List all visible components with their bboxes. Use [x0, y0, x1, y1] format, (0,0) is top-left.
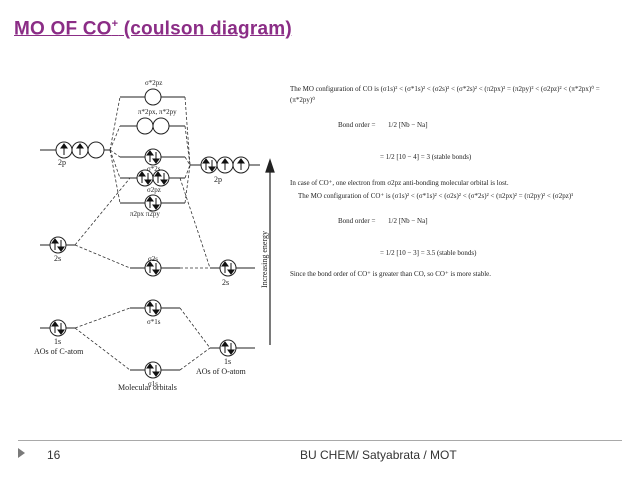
footer-divider	[18, 440, 622, 441]
pi-2p-star-orbital-1	[136, 117, 154, 135]
pi-2p-label: π2px π2py	[130, 210, 160, 218]
c-2s-label: 2s	[54, 254, 62, 263]
footer-text: BU CHEM/ Satyabrata / MOT	[300, 448, 457, 462]
sigma-1s-star-label: σ*1s	[147, 318, 161, 326]
o-atom-caption: AOs of O-atom	[196, 367, 246, 376]
sigma-1s-star-orbital	[144, 299, 162, 317]
o-2p-orbital-1	[200, 156, 218, 174]
page-number: 16	[47, 448, 61, 462]
o-1s-label: 1s	[224, 357, 232, 366]
bond-order-formula-1: 1/2 [Nb − Na]	[388, 121, 428, 129]
o-1s-orbital	[219, 339, 237, 357]
c-1s-orbital	[49, 319, 67, 337]
sigma-2s-star-label: σ*2s	[147, 165, 161, 173]
pi-2p-star-orbital-2	[152, 117, 170, 135]
config-co-plus: The MO configuration of CO⁺ is (σ1s)² < …	[298, 192, 574, 200]
o-2p-label: 2p	[214, 175, 222, 184]
config-co: The MO configuration of CO is (σ1s)² < (…	[290, 85, 600, 104]
mo-caption: Molecular orbitals	[118, 383, 177, 392]
o-2s-label: 2s	[222, 278, 230, 287]
c-2p-label: 2p	[58, 158, 66, 167]
c-1s-label: 1s	[54, 337, 62, 346]
conclusion: Since the bond order of CO⁺ is greater t…	[290, 270, 492, 278]
bond-order-label-1: Bond order =	[338, 121, 376, 129]
bullet-arrow-icon	[18, 448, 25, 458]
c-2p-orbital-3	[87, 141, 105, 159]
bond-order-co-plus: = 1/2 [10 − 3] = 3.5 (stable bonds)	[380, 249, 477, 257]
bond-order-co: = 1/2 [10 − 4] = 3 (stable bonds)	[380, 153, 472, 161]
sigma-1s-orbital	[144, 361, 162, 379]
sigma-1s-label: σ1s	[148, 380, 158, 388]
bond-order-label-2: Bond order =	[338, 217, 376, 225]
c-atom-caption: AOs of C-atom	[34, 347, 84, 356]
energy-label: Increasing energy	[259, 231, 269, 288]
sigma-2s-star-orbital	[144, 194, 162, 212]
sigma-2p-star-label: σ*2pz	[145, 79, 163, 87]
sigma-2p-label: σ2pz	[147, 186, 161, 194]
pi-2p-star-label: π*2px, π*2py	[138, 108, 177, 116]
slide-title: MO OF CO+ (coulson diagram)	[14, 18, 292, 40]
bond-order-formula-2: 1/2 [Nb − Na]	[388, 217, 428, 225]
sigma-2p-orbital	[144, 148, 162, 166]
sigma-2s-label: σ2s	[148, 255, 158, 263]
co-plus-note: In case of CO⁺, one electron from σ2pz a…	[290, 179, 509, 187]
c-2s-orbital	[49, 236, 67, 254]
sigma-2p-star-orbital	[144, 88, 162, 106]
o-2s-orbital	[219, 259, 237, 277]
